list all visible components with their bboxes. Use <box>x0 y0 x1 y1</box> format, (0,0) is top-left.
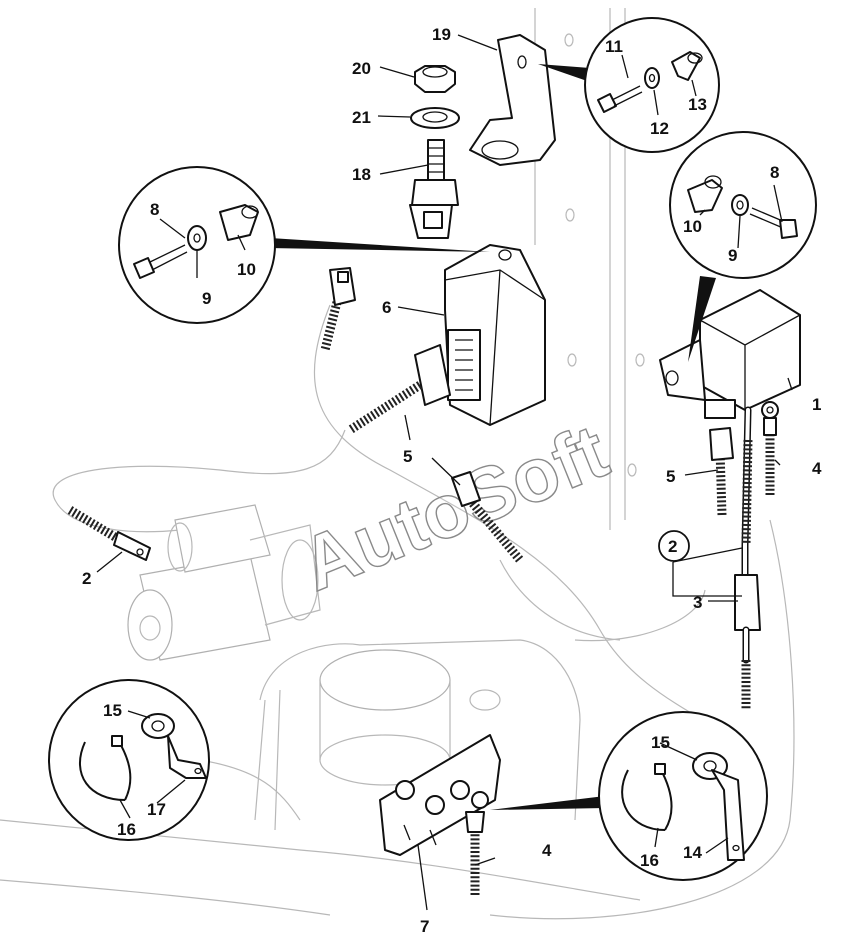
label-16-right: 16 <box>640 851 659 870</box>
callout-pointer-top <box>538 64 590 82</box>
callout-pointer-left <box>268 238 490 252</box>
cable-2-lug <box>113 531 151 561</box>
callout-bolt-washer-spacer-top <box>584 17 720 153</box>
mounting-bracket-19 <box>469 34 556 166</box>
label-9-left: 9 <box>202 289 211 308</box>
harness-5-middle <box>466 497 524 563</box>
connector-plug-middle <box>451 471 481 507</box>
label-20: 20 <box>352 59 371 78</box>
callout-clip-ring-bracket-right <box>598 711 768 881</box>
vehicle-frame-background <box>0 8 795 920</box>
label-5-right: 5 <box>666 467 675 486</box>
label-6: 6 <box>382 298 391 317</box>
label-2-starter: 2 <box>82 569 91 588</box>
label-4-lower: 4 <box>542 841 552 860</box>
label-3: 3 <box>693 593 702 612</box>
watermark: AutoSoft <box>290 409 619 608</box>
label-21: 21 <box>352 108 371 127</box>
label-7: 7 <box>420 917 429 936</box>
callout-bolt-washer-spacer-left <box>118 166 276 324</box>
label-19: 19 <box>432 25 451 44</box>
callout-spacer-washer-bolt-right <box>669 131 817 279</box>
callout-pointer-right <box>688 276 716 362</box>
callout-clip-ring-bracket-left <box>48 679 210 841</box>
callout-pointer-bottom <box>490 796 606 810</box>
cable-4-lower-terminal <box>465 811 485 833</box>
leader-lines <box>96 34 793 911</box>
washer-21 <box>410 107 460 129</box>
control-unit-6 <box>414 244 546 426</box>
cable-2 <box>67 506 123 544</box>
label-5-center: 5 <box>403 447 412 466</box>
label-18: 18 <box>352 165 371 184</box>
label-2-circled: 2 <box>658 530 690 562</box>
label-10-right: 10 <box>683 217 702 236</box>
label-17: 17 <box>147 800 166 819</box>
label-4-right: 4 <box>812 459 822 478</box>
label-9-right: 9 <box>728 246 737 265</box>
fuse-holder-3 <box>734 574 761 631</box>
connector-plug-right <box>709 427 734 461</box>
label-8-left: 8 <box>150 200 159 219</box>
label-8-right: 8 <box>770 163 779 182</box>
label-14: 14 <box>683 843 702 862</box>
label-10-left: 10 <box>237 260 256 279</box>
svg-text:2: 2 <box>668 537 677 556</box>
label-11: 11 <box>605 37 623 56</box>
relay-1 <box>659 289 801 419</box>
connector-plug-upper <box>329 267 356 306</box>
label-15-right: 15 <box>651 733 670 752</box>
hex-nut-20 <box>414 65 456 93</box>
label-1: 1 <box>812 395 821 414</box>
terminal-plate-7 <box>379 734 501 856</box>
cable-3-sheath <box>741 439 753 546</box>
label-16-left: 16 <box>117 820 136 839</box>
label-12: 12 <box>650 119 669 138</box>
label-13: 13 <box>688 95 707 114</box>
part-labels: 19 20 21 18 6 1 4 5 5 2 3 4 7 8 9 10 11 … <box>82 25 822 936</box>
harness-5-upper <box>347 381 423 434</box>
cable-4-terminal <box>763 417 777 436</box>
pressure-sensor-18 <box>409 139 459 239</box>
label-15-left: 15 <box>103 701 122 720</box>
